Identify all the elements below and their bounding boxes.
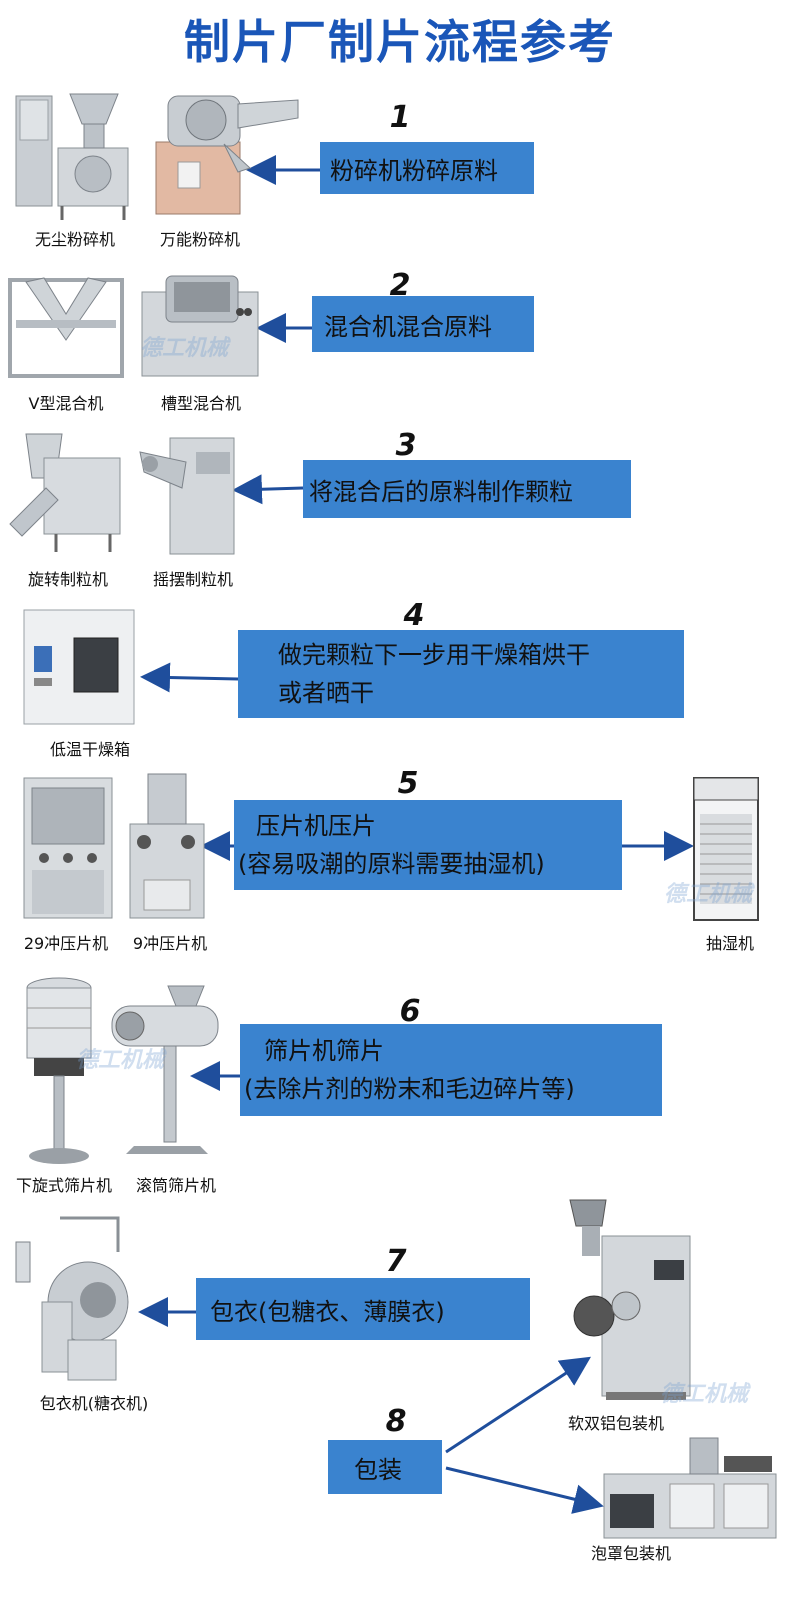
arrow-step-4	[140, 662, 239, 693]
caption-v-mixer: V型混合机	[28, 394, 104, 413]
step-5-number: 5	[397, 766, 419, 801]
down-rotary-sifter-image	[14, 972, 104, 1168]
arrow-step-3	[232, 474, 304, 505]
step-4-text-line-1: 做完颗粒下一步用干燥箱烘干	[278, 641, 590, 669]
arrow-step-8-down	[445, 1466, 604, 1514]
arrow-step-8-up	[445, 1356, 592, 1454]
caption-coating-machine: 包衣机(糖衣机)	[39, 1394, 149, 1413]
caption-dehumidifier: 抽湿机	[705, 934, 754, 953]
step-8-number: 8	[385, 1404, 407, 1439]
blister-packing-machine-image	[600, 1434, 780, 1542]
step-4-number: 4	[403, 598, 425, 633]
caption-drum-sifter: 滚筒筛片机	[135, 1176, 216, 1195]
step-6-text-line-2: (去除片剂的粉末和毛边碎片等)	[244, 1075, 575, 1103]
step-6-number: 6	[399, 994, 421, 1029]
step-5-box: 压片机压片 (容易吸潮的原料需要抽湿机)	[234, 800, 622, 890]
step-3-text: 将混合后的原料制作颗粒	[309, 477, 573, 506]
step-7-box: 包衣(包糖衣、薄膜衣)	[196, 1278, 530, 1340]
trough-mixer-image	[136, 272, 264, 382]
step-6-box: 筛片机筛片 (去除片剂的粉末和毛边碎片等)	[240, 1024, 662, 1116]
coating-machine-image	[12, 1212, 144, 1384]
watermark: 德工机械	[140, 336, 229, 361]
step-2-box: 混合机混合原料	[312, 296, 534, 352]
step-3-box: 将混合后的原料制作颗粒	[303, 460, 631, 518]
low-temp-dryer-image	[20, 606, 138, 728]
caption-low-temp-dryer: 低温干燥箱	[49, 740, 130, 759]
step-1-box: 粉碎机粉碎原料	[320, 142, 534, 194]
watermark: 德工机械	[76, 1048, 165, 1073]
step-2-text: 混合机混合原料	[324, 312, 492, 341]
step-5-text-line-1: 压片机压片	[256, 812, 376, 840]
step-4-box: 做完颗粒下一步用干燥箱烘干 或者晒干	[238, 630, 684, 718]
rotary-granulator-image	[6, 428, 126, 556]
drum-sifter-image	[108, 982, 222, 1168]
caption-swing-granulator: 摇摆制粒机	[152, 570, 233, 589]
tablet-press-9-image	[124, 770, 210, 922]
step-5-text-line-2: (容易吸潮的原料需要抽湿机)	[238, 850, 545, 878]
dehumidifier-image	[690, 774, 762, 924]
caption-rotary-granulator: 旋转制粒机	[27, 570, 108, 589]
caption-29-punch-press: 29冲压片机	[23, 934, 109, 953]
step-6-text-line-1: 筛片机筛片	[264, 1037, 384, 1065]
step-3-number: 3	[395, 428, 417, 463]
caption-down-rotary-sifter: 下旋式筛片机	[15, 1176, 112, 1195]
step-8-box: 包装	[328, 1440, 442, 1494]
dustless-grinder-image	[10, 84, 140, 222]
step-1-number: 1	[389, 100, 411, 135]
step-4-text-line-2: 或者晒干	[278, 679, 374, 707]
caption-blister-packing: 泡罩包装机	[590, 1544, 671, 1563]
caption-dustless-grinder: 无尘粉碎机	[34, 230, 115, 249]
tablet-press-29-image	[20, 774, 116, 922]
caption-universal-grinder: 万能粉碎机	[159, 230, 240, 249]
step-1-text: 粉碎机粉碎原料	[330, 156, 498, 185]
watermark: 德工机械	[660, 1382, 749, 1407]
caption-trough-mixer: 槽型混合机	[160, 394, 241, 413]
page-title: 制片厂制片流程参考	[184, 15, 616, 69]
v-mixer-image	[6, 270, 126, 380]
step-7-text: 包衣(包糖衣、薄膜衣)	[210, 1297, 445, 1326]
caption-alu-alu-packing: 软双铝包装机	[567, 1414, 664, 1433]
universal-grinder-image	[150, 88, 300, 218]
watermark: 德工机械	[664, 882, 753, 907]
alu-alu-packing-machine-image	[566, 1196, 696, 1404]
swing-granulator-image	[136, 432, 240, 558]
step-2-number: 2	[389, 268, 411, 303]
step-7-number: 7	[385, 1244, 407, 1279]
caption-9-punch-press: 9冲压片机	[132, 934, 208, 953]
step-8-text: 包装	[354, 1455, 402, 1484]
